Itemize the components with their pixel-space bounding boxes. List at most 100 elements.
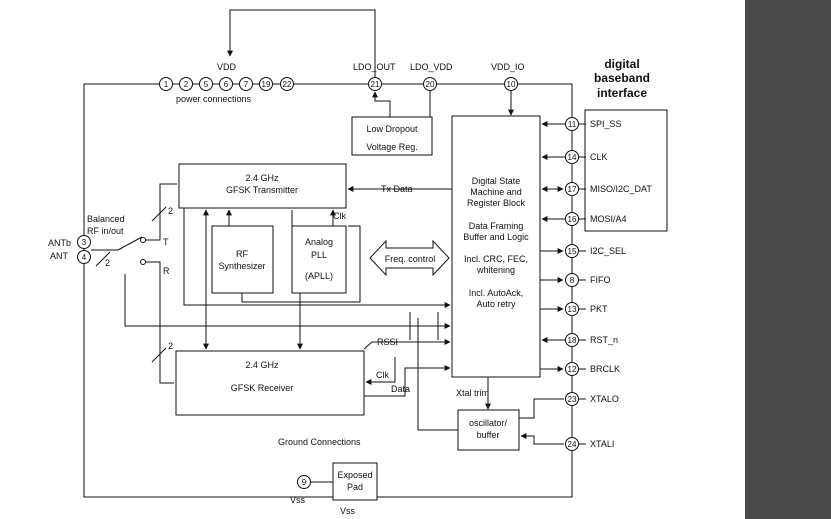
right-pin — [565, 333, 579, 347]
right-pin — [565, 182, 579, 196]
switch-contact-t — [140, 237, 146, 243]
baseband-header-3: interface — [597, 86, 647, 100]
synth-line-1: RF — [236, 249, 248, 259]
power-pin-number: 19 — [262, 80, 271, 89]
power-pin-number: 22 — [283, 80, 292, 89]
pll-synth-bus — [241, 225, 361, 303]
antb-label: ANTb — [48, 238, 71, 248]
switch-blade — [117, 236, 143, 251]
tx-path-wire — [146, 183, 177, 241]
baseband-header-2: baseband — [594, 71, 650, 85]
power-pin-number: 2 — [184, 80, 189, 89]
pin-vss — [297, 475, 311, 489]
osc-line-2: buffer — [477, 430, 500, 440]
pll-line-3: (APLL) — [305, 271, 333, 281]
pad-line-2: Pad — [347, 482, 363, 492]
pin-antb-number: 3 — [82, 238, 87, 247]
balanced-label: Balanced — [87, 214, 125, 224]
ldo-out-wire — [372, 91, 391, 117]
dsm-line-3: Register Block — [467, 198, 526, 208]
tx-bus-width: 2 — [168, 206, 173, 216]
right-pin — [565, 392, 579, 406]
power-pin-number: 5 — [204, 80, 209, 89]
tx-bus-slash — [151, 206, 167, 222]
switch-t-label: T — [163, 237, 169, 247]
right-pin-number: 12 — [568, 365, 577, 374]
right-pin — [565, 150, 579, 164]
osc-line-1: oscillator/ — [469, 418, 508, 428]
right-pin-label: MISO/I2C_DAT — [590, 184, 652, 194]
pin-vdd-io — [504, 77, 518, 91]
pin-ldo-vdd-number: 20 — [426, 80, 435, 89]
xtalo-wire — [519, 398, 564, 419]
power-pin-number: 6 — [224, 80, 229, 89]
vss-bottom-label: Vss — [340, 506, 356, 516]
side-panel — [745, 0, 831, 519]
framing-line-2: Buffer and Logic — [463, 232, 529, 242]
rx-line-2: GFSK Receiver — [231, 383, 294, 393]
ldo-vdd-label: LDO_VDD — [410, 62, 453, 72]
right-pin-label: XTALO — [590, 394, 619, 404]
vss-left-label: Vss — [290, 495, 306, 505]
rx-bus-slash — [151, 347, 167, 363]
xtali-wire — [520, 433, 564, 445]
right-pin — [565, 302, 579, 316]
oscillator-block — [457, 409, 520, 451]
ant-label: ANT — [50, 251, 69, 261]
rssi-wire — [363, 339, 451, 350]
rx-clk-wire — [365, 357, 396, 385]
pll-line-1: Analog — [305, 237, 333, 247]
ldo-line-1: Low Dropout — [366, 124, 418, 134]
dsm-line-2: Machine and — [470, 187, 522, 197]
tx-line-2: GFSK Transmitter — [226, 185, 298, 195]
pad-line-1: Exposed — [337, 470, 372, 480]
right-pin — [565, 362, 579, 376]
right-pin-label: SPI_SS — [590, 119, 622, 129]
rx-path-wire — [146, 261, 174, 384]
rssi-label: RSSI — [377, 337, 398, 347]
pin-ant-number: 4 — [82, 253, 87, 262]
right-pin-label: FIFO — [590, 275, 611, 285]
right-pin-label: BRCLK — [590, 364, 620, 374]
framing-line-1: Data Framing — [469, 221, 524, 231]
right-pin-label: XTALI — [590, 439, 614, 449]
power-pin-number: 7 — [244, 80, 249, 89]
right-pin — [565, 212, 579, 226]
right-pin-number: 8 — [570, 276, 575, 285]
ldo-feedback-wire — [227, 9, 376, 78]
right-pin — [565, 273, 579, 287]
switch-r-label: R — [163, 266, 170, 276]
right-pin-number: 13 — [568, 305, 577, 314]
right-pin — [565, 244, 579, 258]
freq-control-label: Freq. control — [385, 254, 436, 264]
pin-antb — [77, 235, 91, 249]
pin-ldo-out-number: 21 — [371, 80, 380, 89]
pin-vss-number: 9 — [302, 478, 307, 487]
baseband-interface-box — [584, 109, 668, 232]
xtal-trim-label: Xtal trim — [456, 388, 489, 398]
crc-line-1: Incl. CRC, FEC, — [464, 254, 528, 264]
transmitter-block — [178, 163, 347, 209]
rf-inout-label: RF in/out — [87, 226, 124, 236]
autoack-line-2: Auto retry — [476, 299, 516, 309]
rx-bus-width: 2 — [168, 341, 173, 351]
pin-vdd-io-number: 10 — [507, 80, 516, 89]
right-pin — [565, 437, 579, 451]
pll-line-2: PLL — [311, 250, 327, 260]
synth-line-2: Synthesizer — [218, 261, 265, 271]
vdd-label: VDD — [217, 62, 237, 72]
pin-ldo-vdd — [423, 77, 437, 91]
power-connections-label: power connections — [176, 94, 252, 104]
ant-bus-width: 2 — [105, 258, 110, 268]
lna-bias-wire — [124, 274, 451, 329]
right-pin-number: 14 — [568, 153, 577, 162]
right-pin-number: 18 — [568, 336, 577, 345]
digital-state-machine-block — [451, 115, 541, 378]
pin-ant — [77, 250, 91, 264]
right-pin-number: 17 — [568, 185, 577, 194]
crc-line-2: whitening — [476, 265, 515, 275]
tx-clk-label: Clk — [333, 211, 346, 221]
analog-pll-block — [291, 225, 347, 294]
chip-outline — [83, 83, 573, 498]
